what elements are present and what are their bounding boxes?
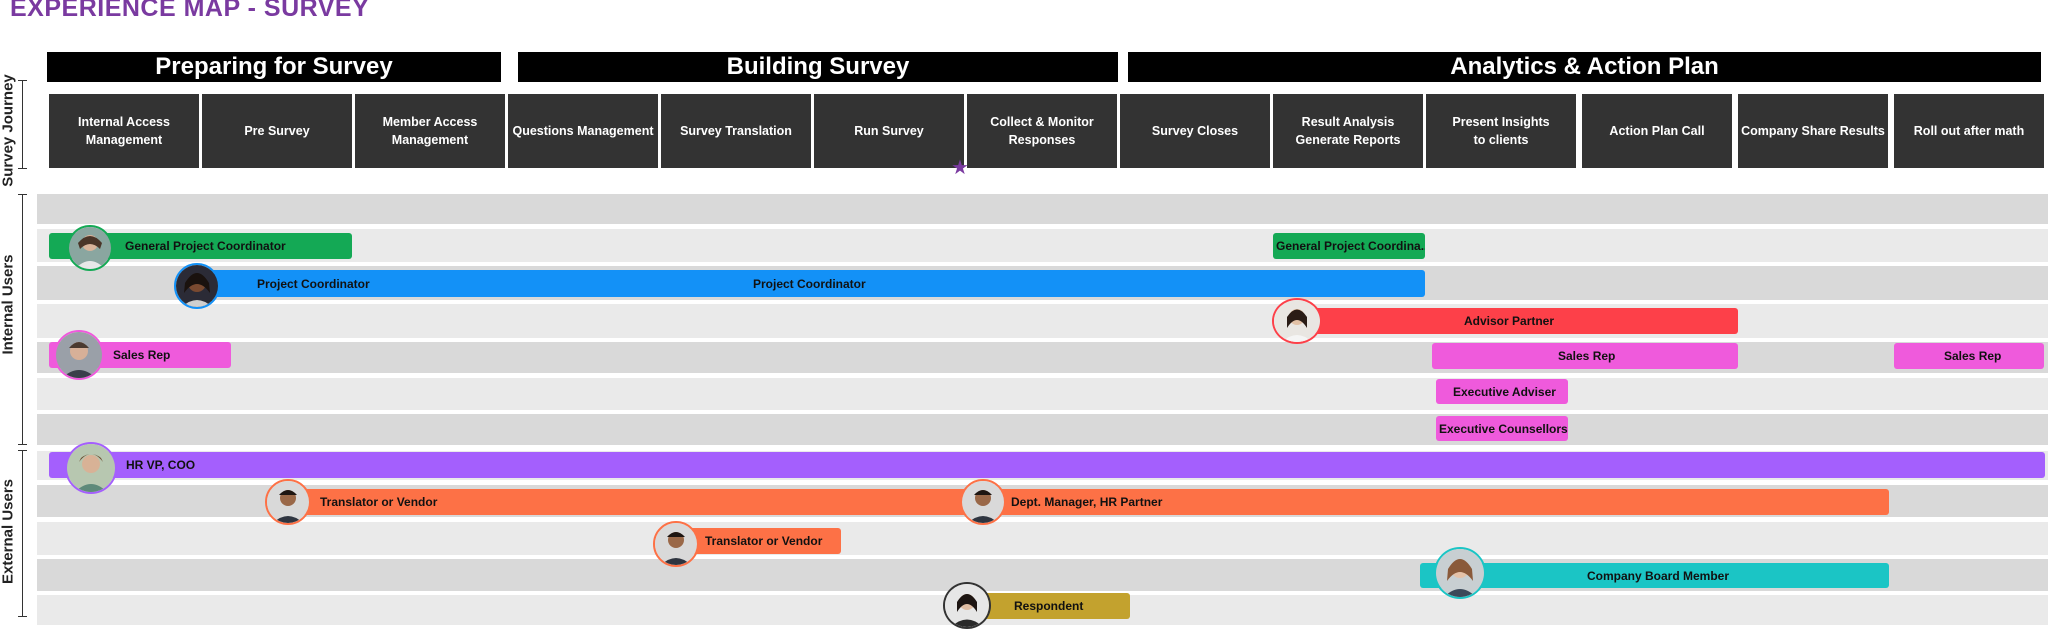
- avatar: [265, 479, 311, 525]
- journey-bracket: [22, 80, 23, 168]
- bar-label: Project Coordinator: [753, 276, 866, 291]
- bar-general-project-coordinator-2[interactable]: General Project Coordina...: [1273, 233, 1425, 259]
- external-bracket-top: [18, 450, 27, 451]
- step-roll-out[interactable]: Roll out after math: [1894, 94, 2044, 168]
- lane-5: [37, 342, 2048, 373]
- bar-label: Sales Rep: [113, 348, 171, 362]
- bar-label: HR VP, COO: [126, 458, 196, 472]
- bar-advisor-partner[interactable]: Advisor Partner: [1290, 308, 1738, 334]
- external-bracket: [22, 450, 23, 616]
- bar-label: Respondent: [1014, 599, 1084, 613]
- lane-4: [37, 304, 2048, 338]
- bar-translator-vendor-dept-manager[interactable]: Translator or Vendor Dept. Manager, HR P…: [272, 489, 1889, 515]
- section-survey-journey: Survey Journey: [0, 74, 17, 187]
- lane-6: [37, 378, 2048, 410]
- bar-sales-rep-2[interactable]: Sales Rep: [1432, 343, 1738, 369]
- avatar: [960, 479, 1006, 525]
- internal-bracket: [22, 194, 23, 444]
- bar-sales-rep-3[interactable]: Sales Rep: [1894, 343, 2044, 369]
- step-survey-closes[interactable]: Survey Closes: [1120, 94, 1270, 168]
- bar-label: Sales Rep: [1558, 349, 1616, 363]
- internal-bracket-bottom: [18, 444, 27, 445]
- step-internal-access[interactable]: Internal Access Management: [49, 94, 199, 168]
- step-action-plan[interactable]: Action Plan Call: [1582, 94, 1732, 168]
- bar-label: General Project Coordina...: [1276, 239, 1425, 253]
- lane-10: [37, 522, 2048, 555]
- bar-label: Translator or Vendor: [320, 495, 438, 509]
- external-bracket-bottom: [18, 616, 27, 617]
- section-internal-users: Internal Users: [0, 254, 17, 355]
- step-company-share[interactable]: Company Share Results: [1738, 94, 1888, 168]
- bar-hr-vp-coo[interactable]: HR VP, COO: [49, 452, 2045, 478]
- avatar: [65, 442, 117, 494]
- step-present-insights[interactable]: Present Insights to clients: [1426, 94, 1576, 168]
- bar-label: General Project Coordinator: [125, 239, 286, 253]
- bar-label: Project Coordinator: [257, 276, 370, 291]
- bar-company-board-member[interactable]: Company Board Member: [1420, 563, 1889, 588]
- phase-preparing: Preparing for Survey: [47, 52, 501, 82]
- lane-2: [37, 229, 2048, 262]
- step-run-survey[interactable]: Run Survey: [814, 94, 964, 168]
- bar-label: Company Board Member: [1587, 568, 1730, 583]
- step-pre-survey[interactable]: Pre Survey: [202, 94, 352, 168]
- avatar: [653, 521, 699, 567]
- bar-label: Dept. Manager, HR Partner: [1011, 495, 1163, 509]
- page-title: EXPERIENCE MAP - SURVEY: [10, 0, 370, 22]
- avatar: [67, 225, 113, 271]
- avatar: [54, 330, 104, 380]
- phase-building: Building Survey: [518, 52, 1118, 82]
- step-collect-monitor[interactable]: Collect & Monitor Responses: [967, 94, 1117, 168]
- avatar: [943, 582, 991, 629]
- avatar: [174, 263, 220, 309]
- lane-7: [37, 414, 2048, 445]
- bar-label: Sales Rep: [1944, 349, 2002, 363]
- step-result-analysis[interactable]: Result Analysis Generate Reports: [1273, 94, 1423, 168]
- star-icon: ★: [951, 157, 969, 179]
- bar-label: Executive Adviser: [1453, 384, 1556, 399]
- bar-executive-counsellors[interactable]: Executive Counsellors: [1436, 416, 1568, 441]
- step-translation[interactable]: Survey Translation: [661, 94, 811, 168]
- bar-label: Advisor Partner: [1464, 314, 1555, 328]
- avatar: [1434, 547, 1486, 599]
- bar-executive-adviser[interactable]: Executive Adviser: [1436, 379, 1568, 404]
- avatar: [1272, 298, 1322, 344]
- section-external-users: External Users: [0, 478, 17, 585]
- bar-project-coordinator[interactable]: Project Coordinator Project Coordinator: [190, 270, 1425, 297]
- journey-bracket-bottom: [18, 168, 27, 169]
- step-questions[interactable]: Questions Management: [508, 94, 658, 168]
- step-member-access[interactable]: Member Access Management: [355, 94, 505, 168]
- journey-bracket-top: [18, 80, 27, 81]
- bar-label: Translator or Vendor: [705, 534, 823, 548]
- lane-1: [37, 194, 2048, 224]
- bar-respondent[interactable]: Respondent: [967, 593, 1130, 619]
- internal-bracket-top: [18, 194, 27, 195]
- bar-label: Executive Counsellors: [1439, 421, 1568, 436]
- phase-analytics: Analytics & Action Plan: [1128, 52, 2041, 82]
